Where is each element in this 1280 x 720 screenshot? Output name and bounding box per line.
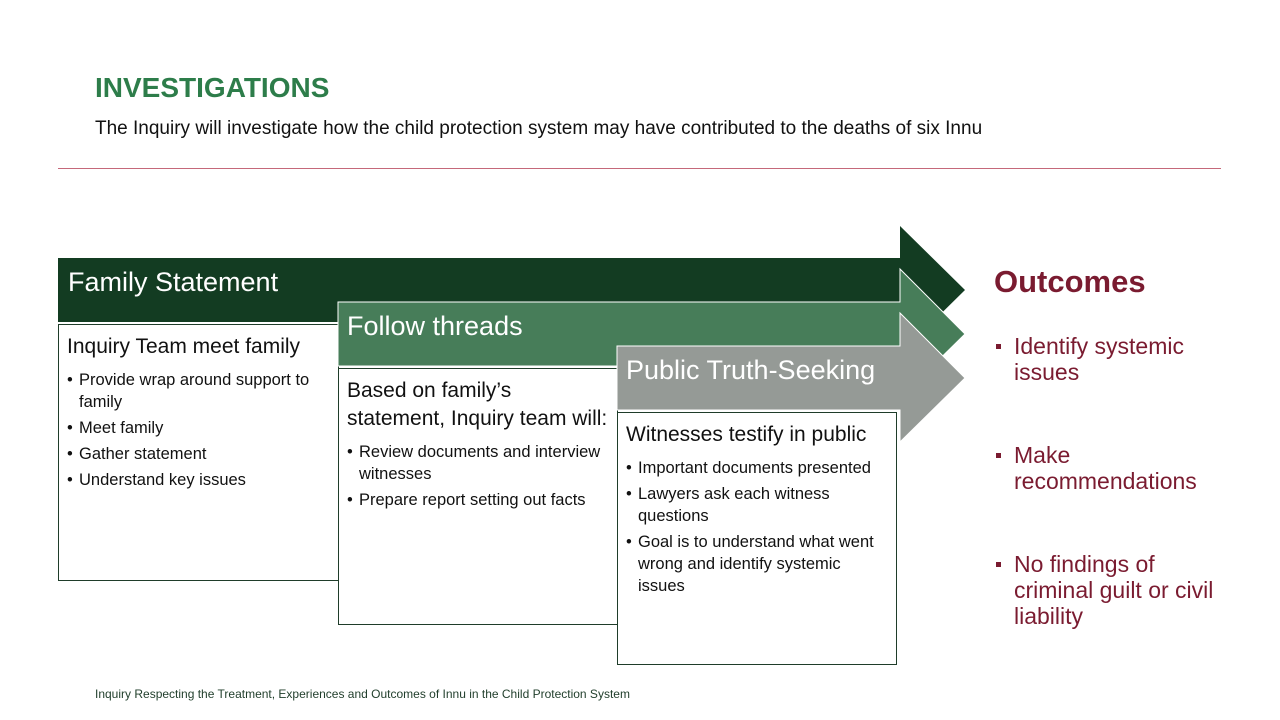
list-item: Goal is to understand what went wrong an…: [626, 531, 888, 597]
stage-box-follow-threads: Based on family’s statement, Inquiry tea…: [338, 368, 618, 625]
stage-label: Follow threads: [347, 311, 523, 341]
list-item: Provide wrap around support to family: [67, 369, 330, 413]
outcome-item: Identify systemic issues: [994, 333, 1234, 385]
list-item: Meet family: [67, 417, 330, 439]
stage-box-public-truth-seeking: Witnesses testify in public Important do…: [617, 412, 897, 665]
stage-heading: Witnesses testify in public: [626, 423, 867, 446]
stage-heading: Based on family’s statement, Inquiry tea…: [347, 379, 608, 430]
outcome-item: No findings of criminal guilt or civil l…: [994, 551, 1234, 629]
list-item: Gather statement: [67, 443, 330, 465]
footer-text: Inquiry Respecting the Treatment, Experi…: [95, 687, 630, 701]
outcome-item: Make recommendations: [994, 442, 1234, 494]
divider: [58, 168, 1221, 169]
stage-label: Family Statement: [68, 267, 279, 297]
stage-heading: Inquiry Team meet family: [67, 335, 301, 358]
stage-label: Public Truth-Seeking: [626, 355, 876, 385]
list-item: Important documents presented: [626, 457, 888, 479]
list-item: Review documents and interview witnesses: [347, 441, 609, 485]
stage-box-family-statement: Inquiry Team meet family Provide wrap ar…: [58, 324, 339, 581]
list-item: Prepare report setting out facts: [347, 489, 609, 511]
outcomes-title: Outcomes: [994, 264, 1146, 299]
list-item: Understand key issues: [67, 469, 330, 491]
list-item: Lawyers ask each witness questions: [626, 483, 888, 527]
page-subtitle: The Inquiry will investigate how the chi…: [95, 118, 983, 139]
page-title: INVESTIGATIONS: [95, 72, 330, 103]
